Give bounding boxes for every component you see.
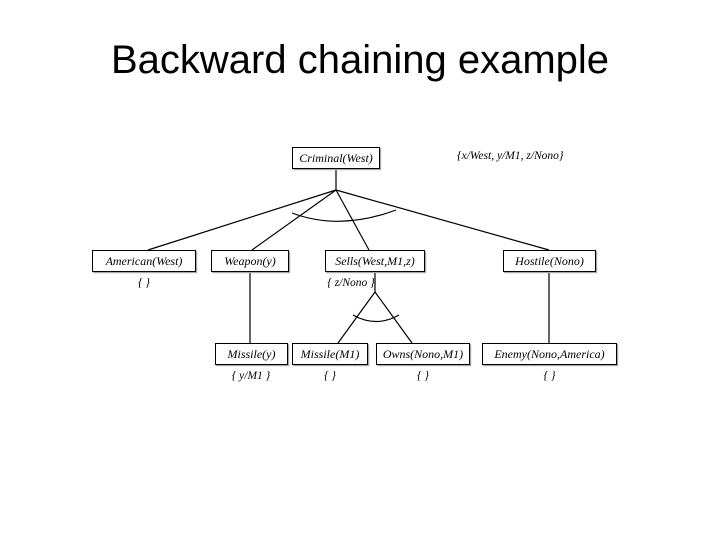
edge-root-to-hostile [335, 189, 550, 251]
node-owns-nono-m1[interactable]: Owns(Nono,M1) [376, 343, 470, 365]
edge-root-to-weapon [251, 189, 337, 251]
node-weapon-y[interactable]: Weapon(y) [211, 250, 289, 272]
substitution-missile-m1: { } [323, 370, 337, 382]
node-missile-y[interactable]: Missile(y) [215, 343, 288, 365]
node-criminal-west[interactable]: Criminal(West) [292, 147, 380, 169]
substitution-missile-y: { y/M1 } [231, 370, 271, 382]
and-arc-root [291, 209, 397, 222]
substitution-sells-west-m1-z: { z/Nono } [327, 277, 375, 289]
edge-root-to-american [147, 189, 337, 251]
substitution-enemy-nono-america: { } [543, 370, 556, 382]
edge-sells-to-missile-m1 [337, 291, 376, 344]
edge-sells-to-owns [374, 291, 413, 344]
edge-root-to-sells [335, 189, 370, 251]
node-missile-m1[interactable]: Missile(M1) [292, 343, 368, 365]
node-enemy-nono-america[interactable]: Enemy(Nono,America) [482, 343, 617, 365]
substitution-american-west: { } [137, 277, 151, 289]
node-american-west[interactable]: American(West) [92, 250, 196, 272]
node-sells-west-m1-z[interactable]: Sells(West,M1,z) [325, 250, 425, 272]
root-substitution-label: {x/West, y/M1, z/Nono} [457, 150, 564, 162]
page-title: Backward chaining example [110, 38, 610, 82]
and-arc-sells [352, 314, 400, 323]
substitution-owns-nono-m1: { } [416, 370, 430, 382]
node-hostile-nono[interactable]: Hostile(Nono) [503, 250, 596, 272]
